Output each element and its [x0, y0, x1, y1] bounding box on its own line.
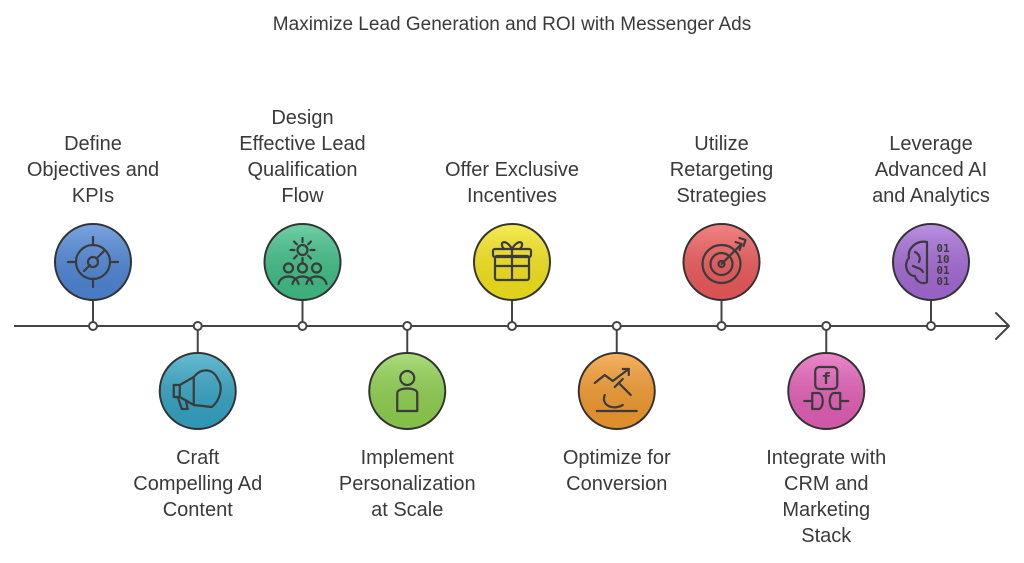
svg-text:01: 01: [936, 275, 950, 288]
step-7-marker: [682, 223, 761, 331]
svg-text:01: 01: [936, 264, 950, 277]
svg-text:01: 01: [936, 242, 950, 255]
step-9-axis-dot: [926, 321, 936, 331]
step-3-label: Design Effective Lead Qualification Flow: [239, 107, 366, 207]
step-1-label: Define Objectives and KPIs: [26, 133, 160, 207]
step-8-marker: f: [787, 321, 866, 430]
step-6-label: Optimize for Conversion: [562, 447, 671, 495]
step-3-marker: [263, 223, 342, 331]
facebook-plug-icon: f: [803, 365, 850, 411]
diagram-title: Maximize Lead Generation and ROI with Me…: [272, 14, 752, 35]
svg-text:f: f: [821, 369, 831, 388]
step-2-marker: [158, 321, 237, 430]
step-9-label: Leverage Advanced AI and Analytics: [872, 133, 990, 207]
microscope-trend-icon: [593, 367, 638, 413]
svg-text:10: 10: [936, 253, 949, 266]
step-5-label: Offer Exclusive Incentives: [444, 159, 580, 207]
step-6-axis-dot: [611, 321, 622, 331]
bullseye-arrow-icon: [701, 236, 747, 285]
step-1-axis-dot: [88, 321, 98, 331]
step-4-marker: [368, 321, 447, 430]
person-icon: [396, 369, 419, 413]
step-4-axis-dot: [402, 321, 413, 331]
step-2-axis-dot: [192, 321, 203, 331]
step-2-label: Craft Compelling Ad Content: [133, 447, 263, 521]
step-1-marker: [54, 223, 132, 331]
target-gauge-icon: [66, 235, 120, 289]
step-8-label: Integrate with CRM and Marketing Stack: [766, 447, 887, 547]
step-6-marker: [577, 321, 656, 430]
step-4-label: Implement Personalization at Scale: [338, 447, 476, 521]
megaphone-badge-icon: [172, 369, 222, 411]
timeline-arrowhead: [995, 312, 1010, 340]
step-7-axis-dot: [716, 321, 727, 331]
step-3-axis-dot: [297, 321, 308, 331]
step-5-axis-dot: [507, 321, 517, 331]
step-5-marker: [473, 223, 551, 331]
gear-people-icon: [277, 236, 328, 286]
step-7-label: Utilize Retargeting Strategies: [669, 133, 774, 207]
step-8-axis-dot: [821, 321, 832, 331]
gift-icon: [491, 241, 533, 282]
